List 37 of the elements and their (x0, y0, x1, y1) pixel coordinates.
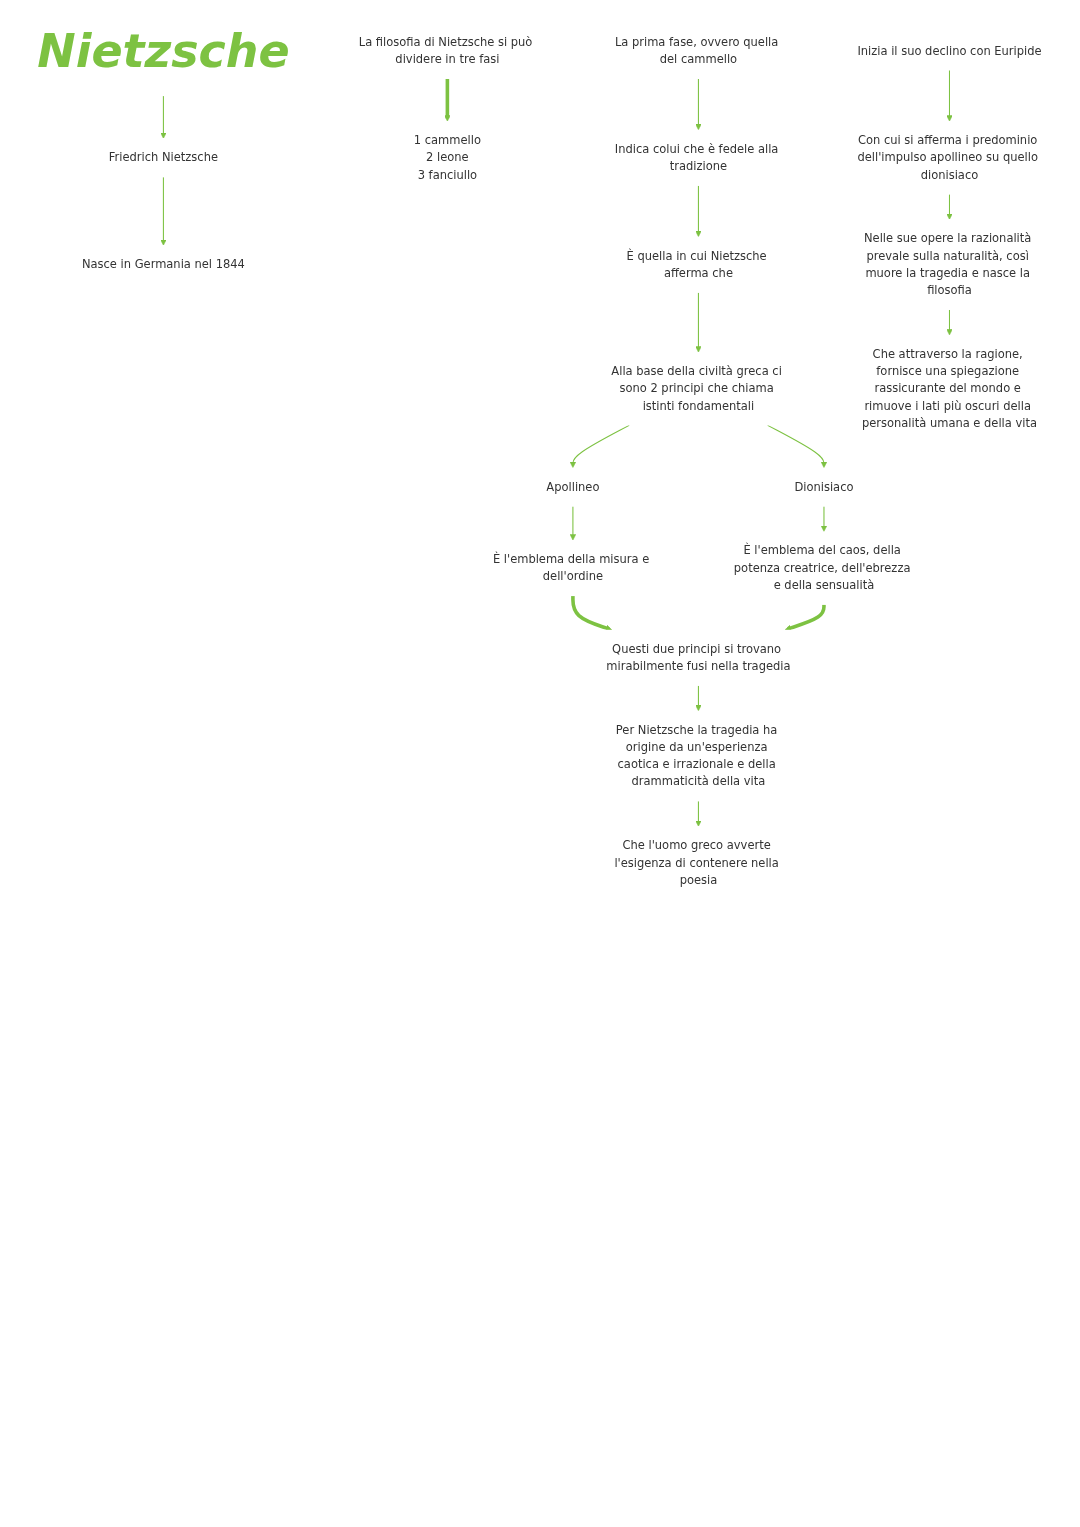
node-text: La filosofia di Nietzsche si può dividere in tre fasi (358, 35, 533, 66)
node-text: È l'emblema della misura e dell'ordine (492, 552, 650, 584)
arrow (946, 309, 953, 336)
node-text: Nasce in Germania nel 1844 (81, 257, 245, 272)
arrow (695, 292, 702, 353)
arrow (820, 505, 828, 532)
node-text: Nietzsche (37, 24, 290, 78)
node-text: Indica colui che è fedele alla tradizione (614, 142, 779, 173)
arrow (695, 185, 702, 237)
arrow (571, 596, 613, 632)
node-text: Alla base della civiltà greca ci sono 2 principi che chiama istinti fondamentali (611, 364, 782, 413)
arrow (695, 685, 702, 712)
node-text: Con cui si afferma i predominio dell'impulso apollineo su quello dionisiaco (857, 133, 1038, 182)
arrow (569, 424, 630, 468)
node-text: Per Nietzsche la tragedia ha origine da un'esperienza caotica e irrazionale e della drammaticità della vita (615, 723, 778, 789)
node-text: Inizia il suo declino con Euripide (857, 43, 1042, 58)
node-text: Che l'uomo greco avverte l'esigenza di contenere nella poesia (614, 838, 779, 887)
node-text: Questi due principi si trovano mirabilmente fusi nella tragedia (606, 641, 791, 673)
node-text: La prima fase, ovvero quella del cammello (614, 35, 779, 66)
arrow (444, 78, 451, 122)
arrow (160, 176, 167, 246)
node-text: Che attraverso la ragione, fornisce una spiegazione rassicurante del mondo e rimuove i lati più oscuri della personalità umana e della vita (861, 347, 1037, 430)
node-text: Dionisiaco (794, 479, 854, 494)
arrow (784, 604, 826, 632)
arrow (946, 193, 953, 220)
node-text: È l'emblema del caos, della potenza creatrice, dell'ebrezza e della sensualità (733, 543, 911, 592)
node-text: È quella in cui Nietzsche afferma che (626, 248, 767, 280)
arrow (767, 424, 828, 468)
arrow (695, 78, 702, 131)
arrow (695, 800, 702, 827)
arrow (569, 505, 577, 541)
node-text: Nelle sue opere la razionalità prevale sulla naturalità, così muore la tragedia e nasce la filosofia (864, 231, 1032, 297)
node-text: Friedrich Nietzsche (108, 150, 218, 165)
arrow (946, 69, 953, 122)
arrow (160, 95, 167, 139)
node-text: 1 cammello 2 leone 3 fanciullo (413, 133, 481, 182)
node-text: Apollineo (546, 479, 600, 494)
